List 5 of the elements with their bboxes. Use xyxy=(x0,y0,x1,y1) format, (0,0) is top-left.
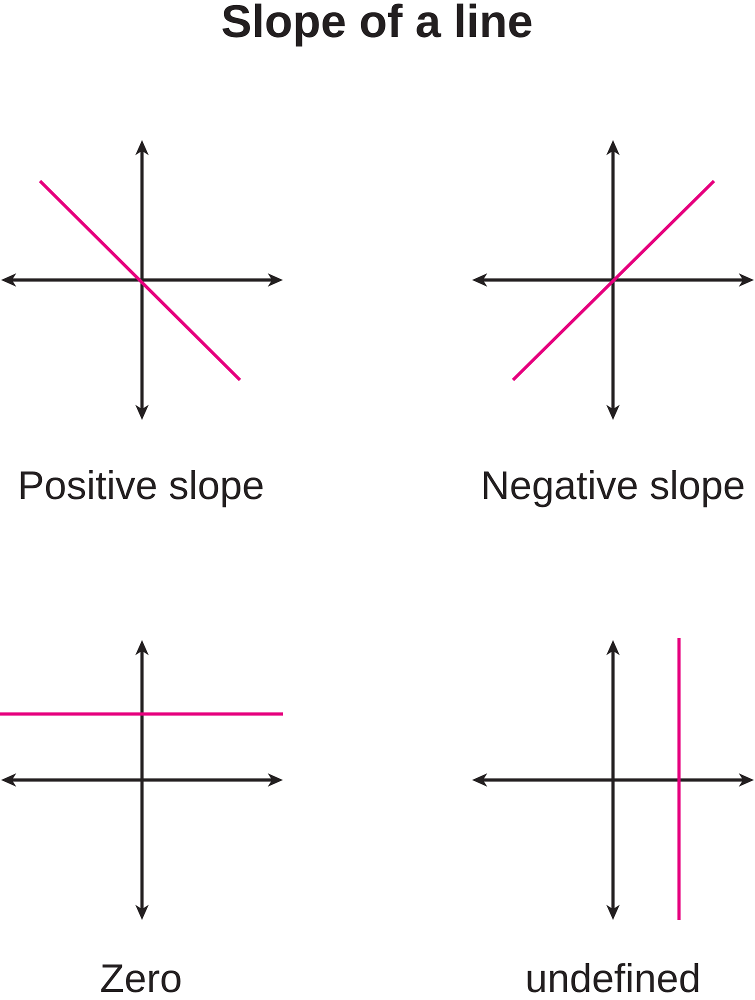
graph-caption: Positive slope xyxy=(20,470,263,508)
graph-caption: Zero xyxy=(101,964,180,992)
graph-caption: Negative slope xyxy=(484,470,744,508)
title: Slope of a line xyxy=(222,4,532,47)
graph-caption: undefined xyxy=(528,963,698,992)
